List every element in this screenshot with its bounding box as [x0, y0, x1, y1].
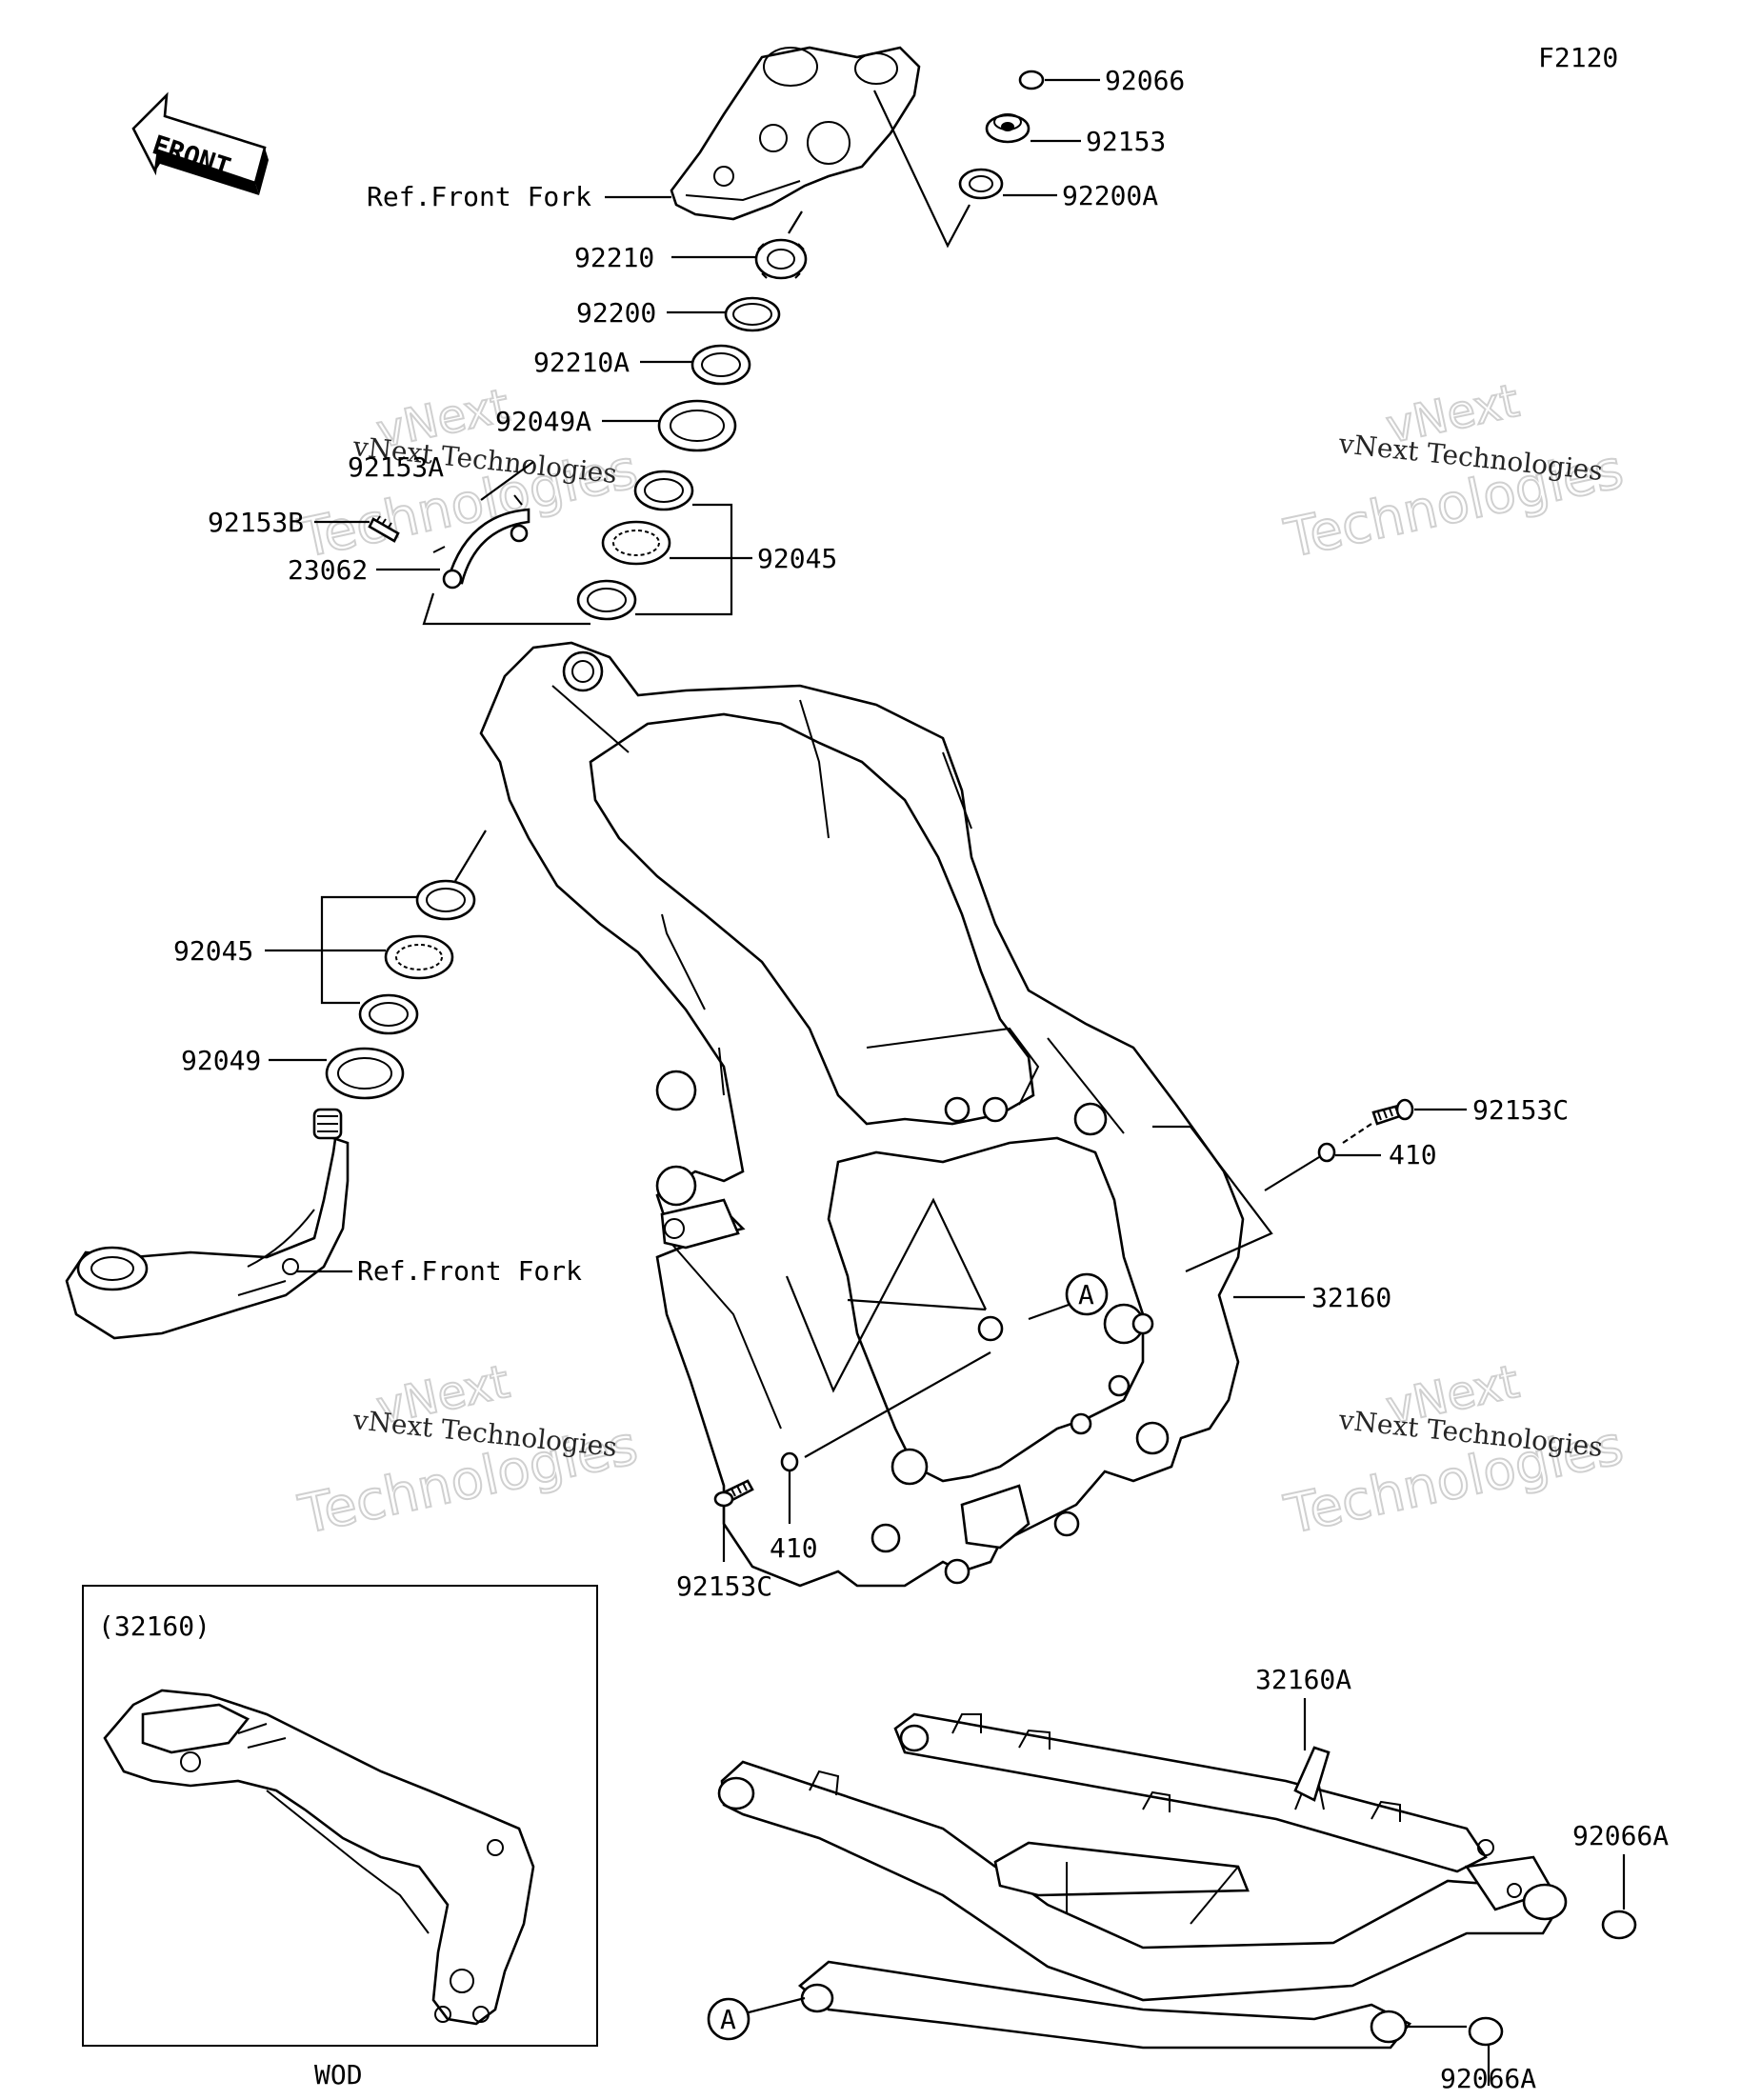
svg-text:A: A [720, 2004, 736, 2035]
callout-a-subframe: A [707, 1997, 750, 2041]
label-92153C-right: 92153C [1472, 1094, 1569, 1126]
lower-stem-axis-line [454, 830, 487, 882]
part-92153 [985, 113, 1031, 144]
inset-title: (32160) [98, 1610, 210, 1642]
part-92066A-top [1601, 1910, 1637, 1940]
front-arrow-icon: FRONT [131, 91, 269, 195]
inset-caption: WOD [314, 2059, 363, 2090]
label-92210A: 92210A [533, 347, 630, 378]
label-410-right: 410 [1389, 1139, 1437, 1170]
leader-frame-center-triangle [785, 1197, 987, 1393]
label-92049A: 92049A [495, 406, 591, 437]
part-92210A [690, 344, 751, 386]
label-92066: 92066 [1105, 65, 1185, 96]
part-92045-bottom [358, 879, 476, 1035]
label-92153A: 92153A [348, 451, 444, 483]
leader-callout-a-subframe [748, 1996, 806, 2014]
svg-text:A: A [1078, 1279, 1094, 1310]
label-92045-top: 92045 [757, 543, 837, 574]
upper-triple-clamp [670, 46, 921, 221]
watermark-bottom-left: vNext Technologies vNext Technologies [292, 1354, 643, 1548]
part-92049A [657, 399, 737, 452]
lower-triple-clamp [65, 1108, 350, 1340]
callout-a-frame: A [1065, 1272, 1109, 1316]
stem-axis-line [788, 210, 803, 234]
label-92153B: 92153B [208, 507, 304, 538]
part-92153C-bottom [713, 1479, 754, 1508]
label-92153: 92153 [1086, 126, 1166, 157]
leader-23062-to-frame [422, 592, 590, 626]
diagram-code: F2120 [1538, 42, 1618, 73]
leader-frame-center-bar [847, 1298, 987, 1311]
label-92200A: 92200A [1062, 180, 1158, 211]
leader-cap-to-clamp [873, 90, 971, 249]
leader-92153A [480, 461, 534, 501]
watermark-bottom-right: vNext Technologies vNext Technologies [1278, 1354, 1629, 1548]
leader-frame-right-triangle [1152, 1125, 1273, 1273]
watermark-top-left: vNext Technologies vNext Technologies [292, 378, 643, 571]
leader-bolt-right-axis [1342, 1123, 1372, 1144]
part-92066A-bottom [1468, 2016, 1504, 2047]
label-23062: 23062 [288, 554, 368, 586]
label-32160A: 32160A [1255, 1664, 1351, 1695]
rear-subframe [717, 1712, 1568, 2050]
part-92066 [1018, 70, 1045, 90]
label-92210: 92210 [574, 242, 654, 273]
label-92045-bottom: 92045 [173, 935, 253, 967]
part-92153C-right [1371, 1098, 1414, 1126]
label-ref-front-fork-bottom: Ref.Front Fork [357, 1255, 582, 1287]
label-32160: 32160 [1311, 1282, 1391, 1313]
watermark-top-right: vNext Technologies vNext Technologies [1278, 373, 1629, 571]
bracket-92045-top [635, 503, 733, 616]
label-92153C-bottom: 92153C [676, 1570, 772, 1602]
inset-box [82, 1585, 598, 2047]
label-92066A-bottom: 92066A [1440, 2063, 1536, 2094]
inset-frame-wod [103, 1689, 535, 2026]
label-ref-front-fork-top: Ref.Front Fork [367, 181, 591, 212]
part-410-right [1317, 1142, 1336, 1163]
leader-410-bottom-to-frame [804, 1351, 991, 1458]
label-92066A-top: 92066A [1572, 1820, 1669, 1851]
part-92045-top [576, 470, 694, 621]
main-frame [479, 641, 1245, 1588]
label-92049: 92049 [181, 1045, 261, 1076]
label-410-bottom: 410 [770, 1532, 818, 1564]
part-92153B [368, 515, 400, 543]
part-92200A [958, 168, 1004, 200]
part-410-bottom [780, 1451, 799, 1472]
leader-callout-a-frame [1028, 1303, 1070, 1321]
label-92200: 92200 [576, 297, 656, 329]
leader-410-right-to-frame [1264, 1156, 1320, 1191]
part-23062 [432, 494, 530, 590]
part-92200 [724, 296, 781, 332]
part-92210 [754, 238, 808, 280]
part-92049 [325, 1047, 405, 1100]
